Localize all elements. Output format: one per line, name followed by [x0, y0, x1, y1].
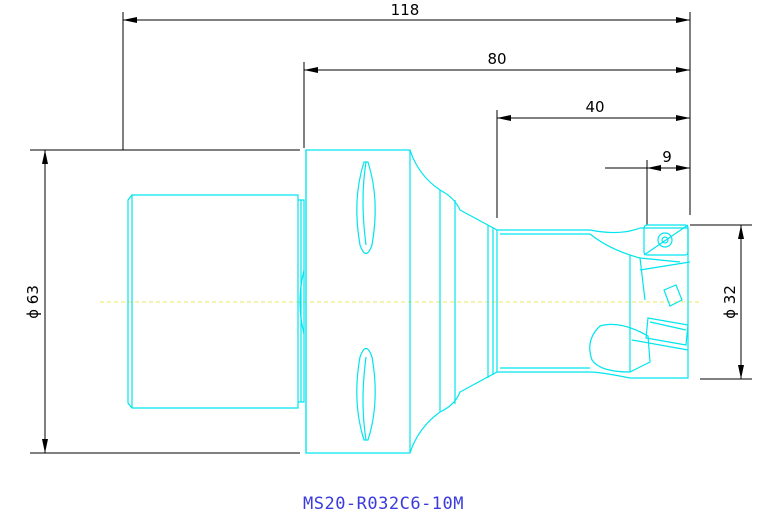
- dim-shank-diameter: ϕ 63: [24, 285, 42, 319]
- insert-bottom: [645, 317, 689, 346]
- drive-slot-top: [356, 161, 376, 255]
- dim-insert-length: 9: [662, 148, 672, 166]
- dimension-lines: [30, 12, 752, 454]
- model-number: MS20-R032C6-10M: [302, 494, 465, 514]
- dim-overall-length: 118: [391, 1, 420, 19]
- dim-neck-length: 40: [585, 98, 604, 116]
- tool-outline: [127, 149, 691, 454]
- neck: [497, 227, 689, 379]
- dim-cutter-diameter: ϕ 32: [721, 285, 739, 319]
- drive-slot-bottom: [356, 347, 376, 441]
- insert-top: [643, 224, 689, 256]
- dim-body-length: 80: [487, 50, 506, 68]
